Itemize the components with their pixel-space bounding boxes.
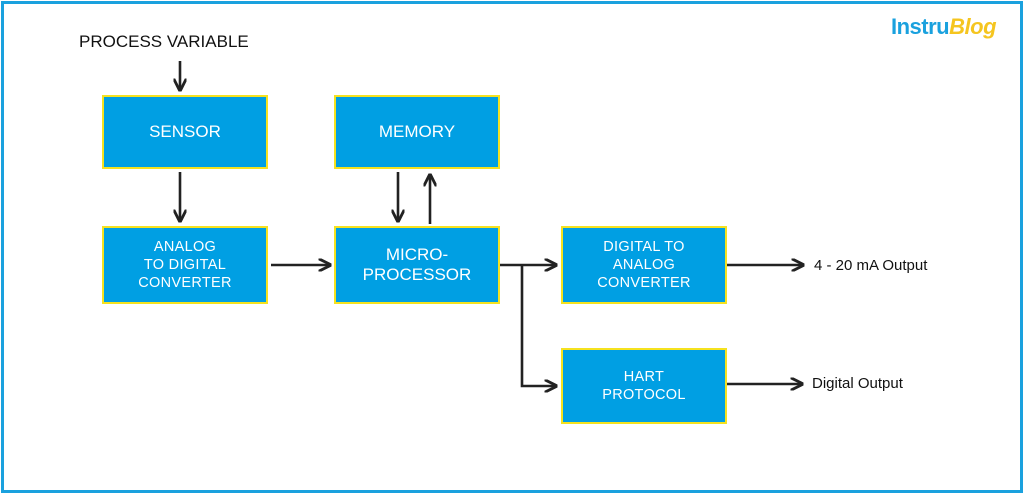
process-variable-label: PROCESS VARIABLE — [79, 32, 249, 51]
hart-protocol-block: HART PROTOCOL — [561, 348, 727, 424]
hart-protocol-label: HART PROTOCOL — [602, 369, 686, 403]
analog-output-label: 4 - 20 mA Output — [814, 257, 928, 274]
microprocessor-block: MICRO- PROCESSOR — [334, 226, 500, 304]
sensor-block: SENSOR — [102, 95, 268, 169]
logo-part-2: Blog — [949, 14, 997, 39]
adc-block: ANALOG TO DIGITAL CONVERTER — [102, 226, 268, 304]
adc-label: ANALOG TO DIGITAL CONVERTER — [138, 239, 232, 291]
dac-block: DIGITAL TO ANALOG CONVERTER — [561, 226, 727, 304]
arrow-micro-to-hart — [520, 265, 556, 386]
instrublog-logo: InstruBlog — [891, 14, 997, 40]
memory-block: MEMORY — [334, 95, 500, 169]
logo-part-1: Instru — [891, 14, 950, 39]
memory-label: MEMORY — [378, 122, 456, 141]
microprocessor-label: MICRO- PROCESSOR — [362, 245, 472, 284]
dac-label: DIGITAL TO ANALOG CONVERTER — [597, 239, 691, 291]
digital-output-label: Digital Output — [812, 375, 903, 392]
sensor-label: SENSOR — [149, 122, 221, 141]
